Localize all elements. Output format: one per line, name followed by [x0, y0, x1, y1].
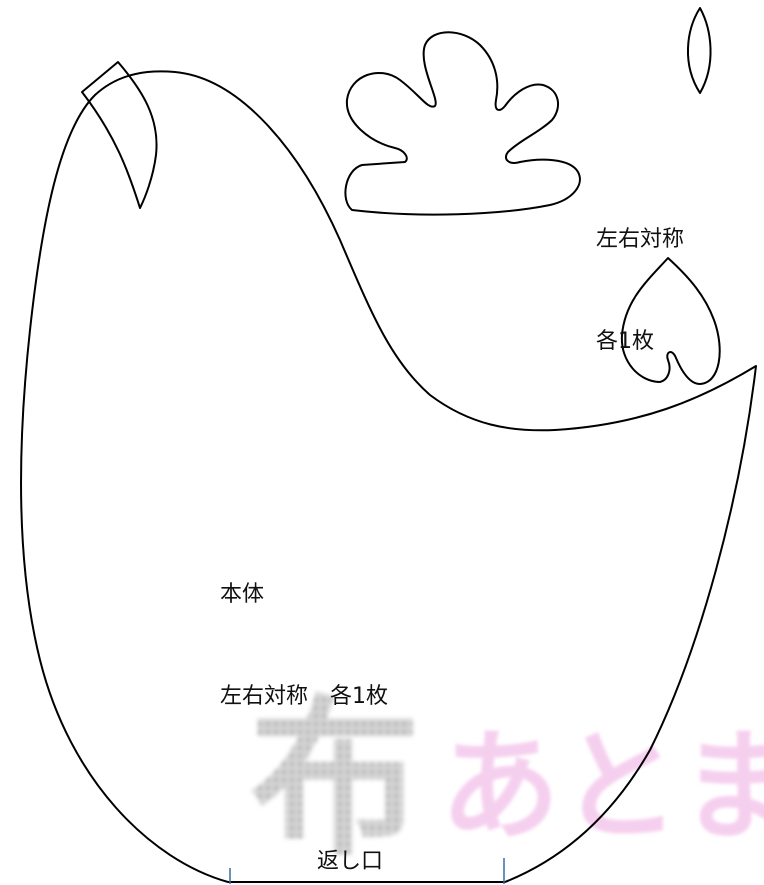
body-symmetry-count-label: 左右対称 各1枚 — [220, 684, 388, 709]
body-instruction: 本体 左右対称 各1枚 — [220, 510, 388, 748]
leaf-piece-outline — [687, 7, 712, 94]
watermark-text: あとま — [440, 718, 764, 857]
parts-instruction: 左右対称 各1枚 — [596, 155, 684, 393]
body-name-label: 本体 — [220, 582, 265, 607]
wing-piece-outline — [344, 31, 581, 216]
parts-count-label: 各1枚 — [596, 329, 654, 354]
watermark: 布 あとま — [250, 681, 764, 879]
body-outline — [20, 70, 757, 883]
heart-piece-outline — [620, 257, 721, 385]
parts-symmetry-label: 左右対称 — [596, 227, 685, 252]
beak-piece-outline — [81, 61, 158, 209]
opening-label: 返し口 — [317, 849, 384, 874]
watermark-glyph: 布 — [250, 681, 420, 879]
